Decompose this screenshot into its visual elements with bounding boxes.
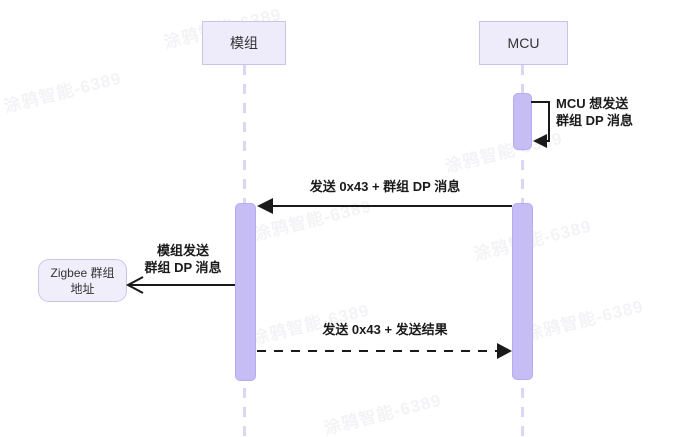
zigbee-group-address-node: Zigbee 群组 地址 [38, 259, 127, 302]
actor-label-mcu: MCU [507, 35, 540, 51]
message-label-module-to-zigbee-line2: 群组 DP 消息 [144, 260, 222, 275]
actor-box-module: 模组 [202, 21, 286, 65]
zigbee-node-label-line1: Zigbee 群组 [50, 265, 115, 280]
self-message-label-line1: MCU 想发送 [556, 96, 629, 111]
zigbee-node-label-line2: 地址 [70, 281, 95, 296]
watermark-text: 涂鸦智能-6389 [1, 68, 124, 117]
activation-bar-mcu [512, 203, 533, 380]
watermark-text: 涂鸦智能-6389 [523, 296, 646, 345]
message-label-module-to-zigbee-line1: 模组发送 [156, 243, 209, 258]
actor-label-module: 模组 [230, 35, 258, 51]
message-label-module-to-mcu-return: 发送 0x43 + 发送结果 [322, 322, 448, 337]
self-message-label-line2: 群组 DP 消息 [556, 113, 634, 128]
actor-box-mcu: MCU [479, 21, 568, 65]
watermark-text: 涂鸦智能-6389 [251, 196, 374, 245]
message-label-mcu-to-module: 发送 0x43 + 群组 DP 消息 [309, 179, 461, 194]
watermark-text: 涂鸦智能-6389 [442, 128, 565, 177]
arrow-module-to-mcu-return [257, 343, 512, 359]
message-label-module-to-zigbee: 模组发送 群组 DP 消息 [128, 242, 238, 276]
activation-bar-module [235, 203, 256, 381]
watermark-text: 涂鸦智能-6389 [321, 390, 444, 437]
arrow-module-to-zigbee [125, 276, 235, 294]
self-message-label: MCU 想发送 群组 DP 消息 [556, 95, 668, 129]
self-message-arrow [531, 101, 550, 148]
activation-bar-mcu-self [513, 93, 532, 150]
arrow-mcu-to-module [257, 198, 512, 214]
